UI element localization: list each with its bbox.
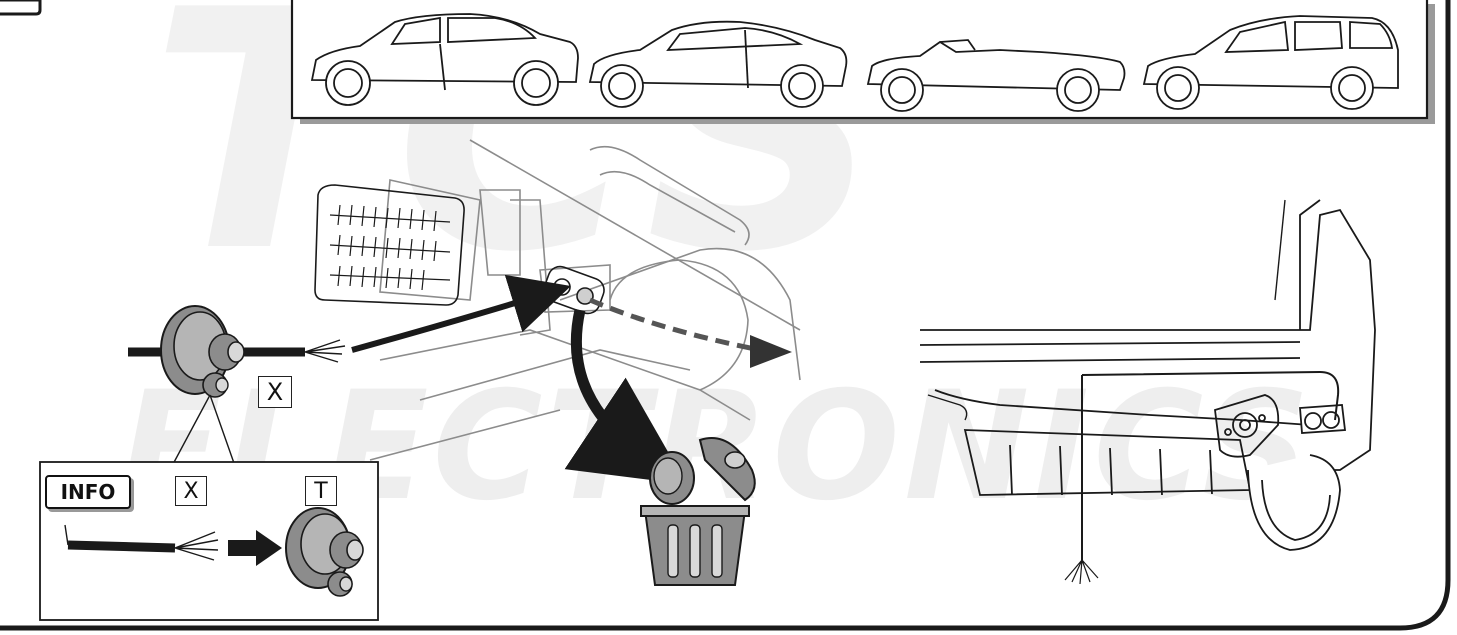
car-sedan [310,13,579,106]
routing-arrow-dashed [589,297,761,353]
removed-plug [649,437,756,505]
car-models-panel [290,0,1435,124]
info-badge: INFO [45,475,131,509]
car-coupe [588,20,848,108]
routing-arrow [351,274,571,353]
corner-tab [0,0,42,16]
trash-bin-icon [640,505,750,586]
info-left-label: X [175,476,207,506]
removal-arrow [564,308,687,485]
cable-grommet-assembly [128,305,346,467]
interior-panel [314,139,801,461]
connector-label: X [258,376,292,408]
car-convertible [866,39,1126,112]
car-touring [1142,15,1399,110]
rear-vehicle [919,199,1376,585]
info-right-label: T [305,476,337,506]
arrow-icon [750,335,792,368]
